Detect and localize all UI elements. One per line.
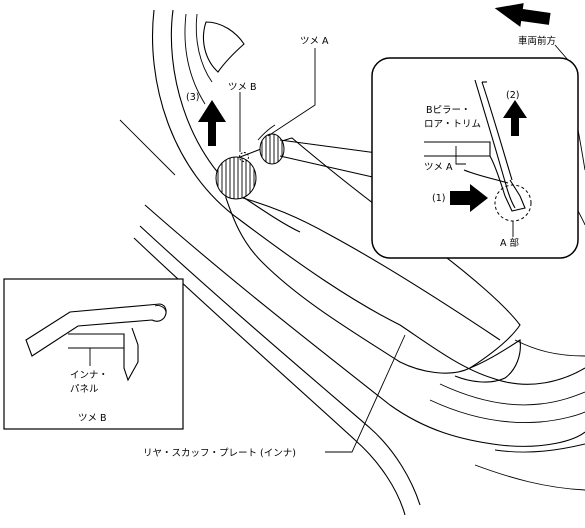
- arrow-up-icon: [198, 100, 226, 146]
- tab-b-position-marker: [239, 152, 249, 162]
- label-inner-panel-line1: インナ・: [70, 370, 108, 381]
- rear-scuff-plate-shape: [223, 124, 521, 383]
- label-inner-panel-line2: パネル: [70, 384, 99, 395]
- label-rear-scuff-plate: リヤ・スカッフ・プレート (インナ): [143, 448, 296, 459]
- callout-leader-lines: [279, 139, 378, 179]
- detail-callout-a: [371, 57, 579, 259]
- label-b-pillar-line1: Bピラー・: [426, 105, 471, 116]
- label-tab-b: ツメ B: [228, 82, 257, 93]
- hatched-clip-a-area: [259, 133, 285, 165]
- label-step-3: (3): [186, 92, 199, 103]
- label-vehicle-front: 車両前方: [518, 35, 556, 47]
- arrow-left-icon: [494, 3, 551, 27]
- hatched-clip-b-area: [215, 156, 257, 200]
- label-tab-b-detail: ツメ B: [78, 413, 107, 424]
- label-tab-a-detail: ツメ A: [424, 162, 453, 173]
- label-step-1: (1): [432, 193, 445, 204]
- arrow-up-icon: [503, 100, 527, 136]
- arrow-right-icon: [450, 184, 488, 212]
- label-step-2: (2): [506, 90, 519, 101]
- label-b-pillar-line2: ロア・トリム: [424, 119, 481, 130]
- detail-callout-b: [3, 278, 184, 430]
- labels: 車両前方 ツメ A ツメ B (3) (2) (1) Bピラー・ ロア・トリム …: [70, 35, 556, 459]
- label-leaders: [239, 44, 569, 453]
- label-tab-a: ツメ A: [300, 36, 329, 47]
- label-section-a: A 部: [500, 237, 519, 249]
